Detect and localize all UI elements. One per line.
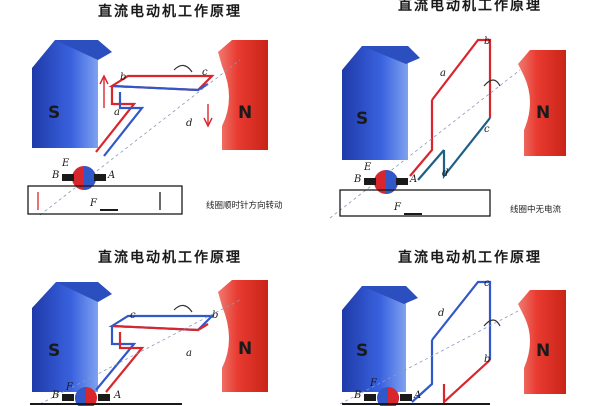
coil	[39, 299, 241, 405]
coil-label-d: d	[442, 168, 448, 179]
commutator	[364, 387, 412, 406]
brush-label-a: A	[413, 390, 421, 401]
north-magnet: N	[218, 280, 268, 392]
brush-label-a: A	[107, 170, 115, 181]
north-pole-label: N	[238, 103, 252, 123]
panel-4: 直流电动机工作原理 S N c d b B F A	[339, 249, 566, 406]
brush-label-b: B	[353, 390, 361, 401]
coil-label-b: b	[484, 36, 490, 47]
commutator	[364, 170, 408, 194]
external-circuit	[339, 189, 491, 217]
external-circuit	[27, 185, 183, 215]
coil-label-a: a	[440, 68, 446, 79]
south-magnet: S	[342, 286, 418, 392]
brush-label-f: F	[369, 378, 378, 389]
north-magnet: N	[518, 290, 566, 394]
north-pole-label: N	[536, 103, 550, 123]
panel-title: 直流电动机工作原理	[98, 3, 242, 20]
panel-2: 直流电动机工作原理 S N a b c d B E	[329, 0, 566, 219]
south-pole-label: S	[356, 109, 368, 129]
commutator	[62, 166, 106, 190]
coil-label-d: d	[438, 308, 444, 319]
south-pole-label: S	[48, 341, 60, 361]
south-pole-label: S	[48, 103, 60, 123]
caption: 线圈顺时针方向转动	[206, 200, 283, 211]
coil-label-d: d	[186, 118, 192, 129]
south-magnet: S	[32, 282, 112, 392]
panel-title: 直流电动机工作原理	[98, 249, 242, 266]
coil-label-b: b	[120, 72, 126, 83]
north-pole-label: N	[238, 339, 252, 359]
brush-label-f: F	[89, 198, 98, 209]
coil	[39, 59, 241, 216]
south-magnet: S	[342, 46, 420, 160]
coil	[339, 280, 521, 405]
coil-label-c: c	[484, 124, 490, 135]
brush-label-a: A	[409, 174, 417, 185]
coil-label-b: b	[212, 310, 218, 321]
brush-label-f: F	[393, 202, 402, 213]
brush-label-e: E	[363, 162, 372, 173]
north-magnet: N	[518, 50, 566, 156]
brush-label-f: F	[65, 382, 74, 393]
panel-title: 直流电动机工作原理	[398, 249, 542, 266]
south-pole-label: S	[356, 341, 368, 361]
brush-label-b: B	[51, 170, 59, 181]
north-magnet: N	[218, 40, 268, 150]
panel-3: 直流电动机工作原理 S N c b a B F A	[30, 249, 268, 406]
north-pole-label: N	[536, 341, 550, 361]
panel-1: 直流电动机工作原理 S N a b c d	[27, 3, 283, 216]
commutator	[62, 387, 110, 406]
south-magnet: S	[32, 40, 112, 148]
panel-title: 直流电动机工作原理	[398, 0, 542, 14]
coil-label-a: a	[186, 348, 192, 359]
brush-label-a: A	[113, 390, 121, 401]
coil-label-c: c	[484, 278, 490, 289]
coil-label-c: c	[130, 310, 136, 321]
brush-label-b: B	[353, 174, 361, 185]
caption: 线圈中无电流	[510, 204, 562, 215]
coil-label-c: c	[202, 67, 208, 78]
coil-label-b: b	[484, 354, 490, 365]
brush-label-e: E	[61, 158, 70, 169]
coil	[329, 38, 521, 219]
brush-label-b: B	[51, 390, 59, 401]
coil-label-a: a	[114, 107, 120, 118]
